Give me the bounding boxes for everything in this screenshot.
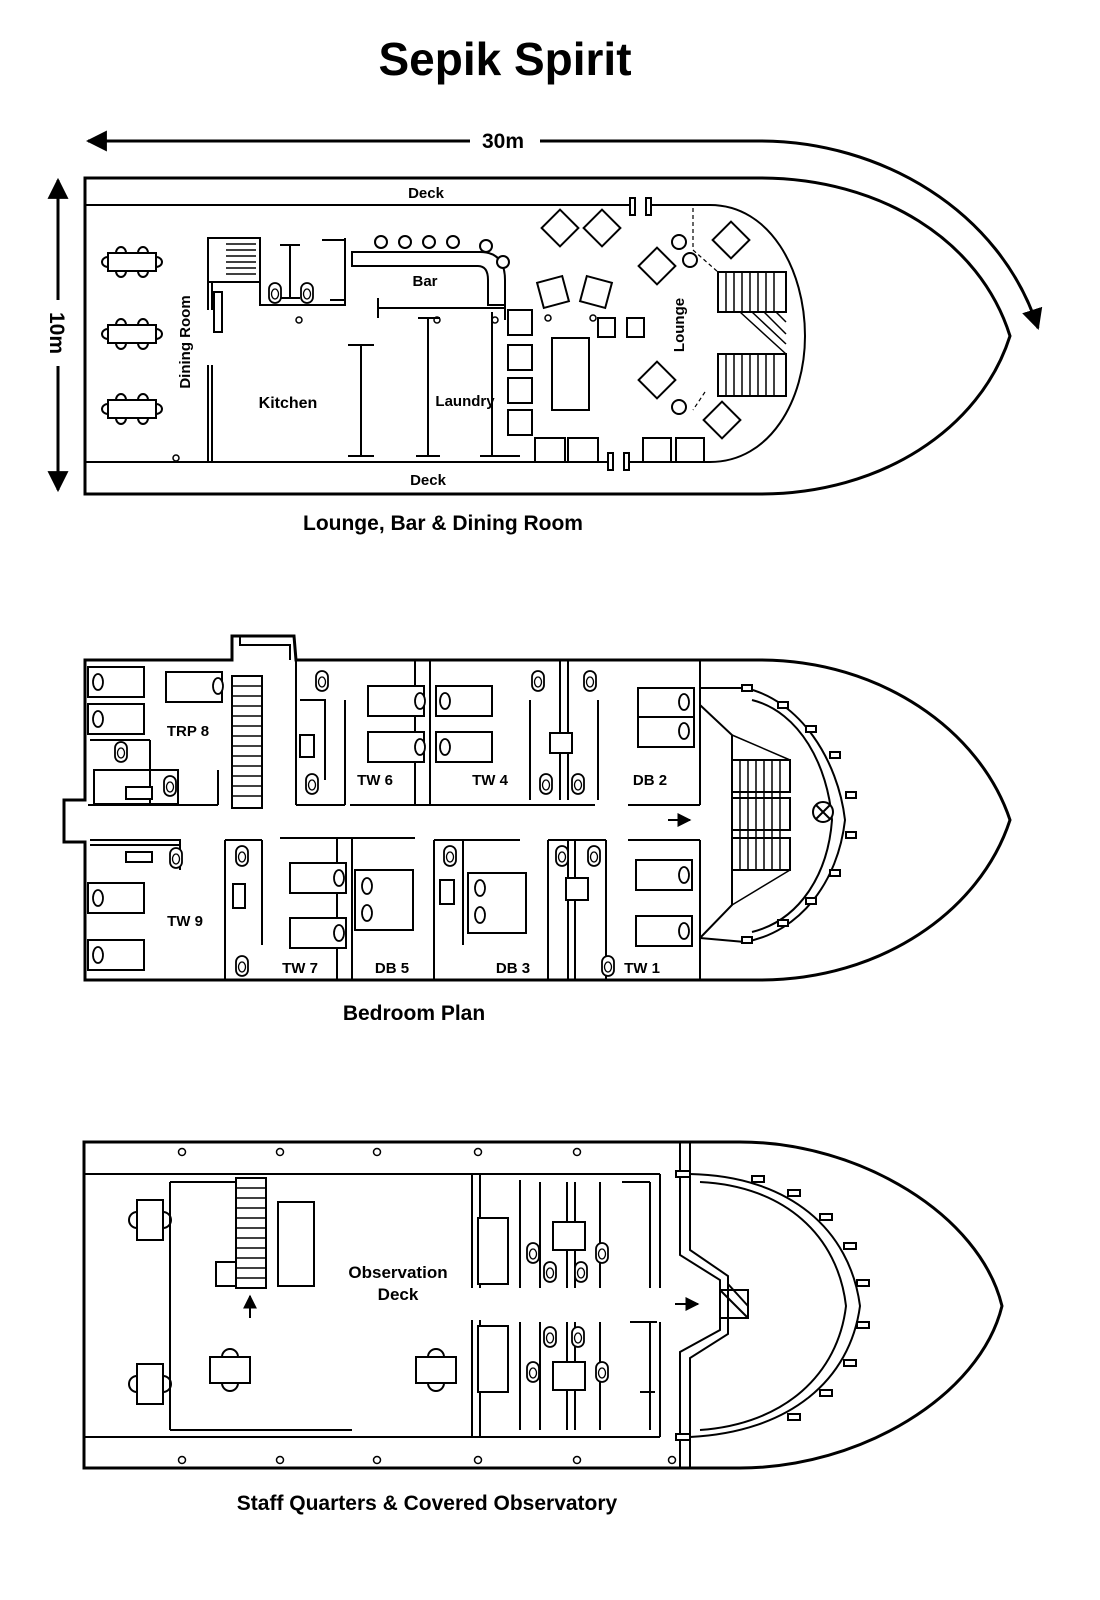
observation-label-line1: Observation (348, 1263, 447, 1282)
observation-label-line2: Deck (378, 1285, 419, 1304)
cabin-db5-label: DB 5 (375, 960, 409, 977)
width-label: 10m (45, 312, 68, 354)
width-dimension: 10m (45, 177, 69, 493)
deck-bedroom-plan: TRP 8 TW 6 TW 4 DB 2 (62, 634, 1012, 1025)
deck1-caption: Lounge, Bar & Dining Room (303, 512, 583, 535)
bar-label: Bar (412, 273, 437, 290)
bow-rail (675, 1170, 870, 1441)
hull-outline (83, 176, 1012, 496)
cabin-tw6-label: TW 6 (357, 772, 393, 789)
deck-staff-observatory: Observation Deck (82, 1140, 1004, 1515)
cabin-db2-label: DB 2 (633, 772, 667, 789)
lounge-stairs (692, 208, 787, 411)
kitchen-label: Kitchen (259, 395, 318, 412)
dining-table (101, 393, 163, 425)
stanchions (177, 1147, 677, 1465)
hull-outline (82, 1140, 1004, 1470)
cabin-tw9-label: TW 9 (167, 913, 203, 930)
fore-stairs (699, 684, 857, 944)
cabin-tw4-label: TW 4 (472, 772, 508, 789)
laundry-label: Laundry (435, 393, 495, 410)
coffee-table (551, 337, 590, 411)
cabin-tw1-label: TW 1 (624, 960, 660, 977)
mast-icon (812, 801, 834, 823)
lounge-chairs (535, 208, 751, 440)
lounge-label: Lounge (671, 298, 688, 352)
lounge-sofas (507, 309, 705, 463)
length-label: 30m (482, 130, 524, 153)
cabin-db3-label: DB 3 (496, 960, 530, 977)
hull-outline (62, 634, 1012, 982)
dining-table (101, 318, 163, 350)
cabin-tw7-label: TW 7 (282, 960, 318, 977)
page-title: Sepik Spirit (378, 33, 631, 85)
dining-room-label: Dining Room (177, 295, 194, 388)
deck-bottom-label: Deck (410, 472, 447, 489)
deck3-caption: Staff Quarters & Covered Observatory (237, 1492, 618, 1515)
bar-stools (374, 235, 510, 269)
length-dimension: 30m (85, 130, 1043, 330)
dining-table (101, 246, 163, 278)
cabin-trp8-label: TRP 8 (167, 723, 209, 740)
deck-top-label: Deck (408, 185, 445, 202)
deck2-caption: Bedroom Plan (343, 1002, 485, 1025)
deck-lounge-bar-dining: Deck Deck Dining Room Kitchen (83, 176, 1012, 535)
